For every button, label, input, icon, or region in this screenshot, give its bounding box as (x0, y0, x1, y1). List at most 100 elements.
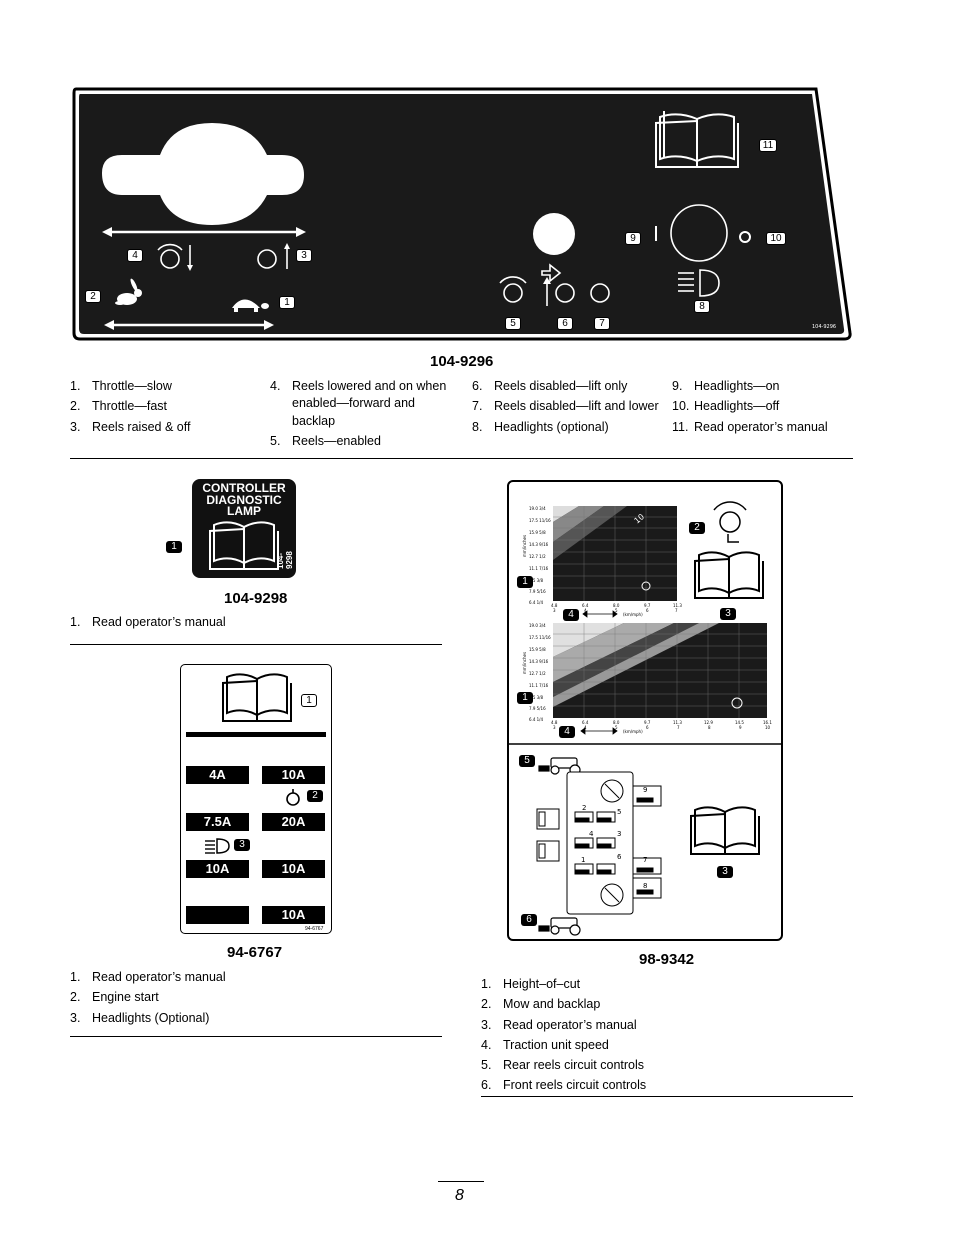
small-code-94-6767: 94-6767 (305, 926, 324, 932)
mower-icon (538, 757, 581, 936)
fuse-10a: 10A (262, 766, 325, 784)
divider (70, 644, 442, 645)
fuse-4a: 4A (186, 766, 249, 784)
decal-104-9296: 104-9296 4 3 2 1 5 6 7 8 9 10 11 (72, 85, 854, 343)
fuse-20a: 20A (262, 813, 325, 831)
callout-1: 1 (166, 541, 182, 553)
fuse-10a: 10A (262, 860, 325, 878)
fuse-blank (186, 906, 249, 924)
engine-start-icon (286, 789, 300, 806)
callout-3: 3 (296, 249, 312, 262)
chart-bottom-y-ticks: 19.0 3/4 17.5 11/16 15.9 5/8 14.3 9/16 1… (529, 623, 551, 722)
legend-item: 4.Reels lowered and on when enabled—forw… (270, 379, 447, 428)
svg-text:15.9 5/8: 15.9 5/8 (529, 647, 546, 652)
diagnostic-label-line2: DIAGNOSTIC (206, 492, 282, 507)
svg-text:1: 1 (581, 856, 585, 864)
legend-item: 7.Reels disabled—lift and lower (472, 399, 659, 414)
svg-text:12.9: 12.9 (704, 720, 713, 725)
legend-item: 1.Height–of–cut (481, 977, 581, 991)
svg-text:8.0: 8.0 (613, 720, 620, 725)
headlight-icon (678, 269, 720, 297)
legend-item: 2.Engine start (70, 990, 159, 1005)
decal-94-6767: 1 4A 10A 2 7.5A 20A 3 10A 10A 10A 94-676… (180, 664, 332, 934)
svg-text:5: 5 (615, 725, 618, 730)
svg-text:(km/mph): (km/mph) (623, 612, 643, 617)
svg-text:9.5 3/8: 9.5 3/8 (529, 578, 544, 583)
chart-top-y-ticks: 19.0 3/4 17.5 11/16 15.9 5/8 14.3 9/16 1… (529, 506, 551, 605)
svg-text:4: 4 (584, 608, 587, 613)
svg-text:5: 5 (617, 808, 621, 816)
svg-text:7.9 5/16: 7.9 5/16 (529, 706, 546, 711)
svg-text:10: 10 (765, 725, 771, 730)
fuse-10a: 10A (186, 860, 249, 878)
legend-item: 3.Read operator’s manual (481, 1017, 637, 1032)
legend-104-9298: 1.Read operator’s manual (70, 614, 430, 634)
decal-104-9296-title: 104-9296 (430, 353, 494, 370)
svg-text:12.7 1/2: 12.7 1/2 (529, 554, 546, 559)
page-number: 8 (455, 1187, 464, 1204)
callout-4: 4 (559, 726, 575, 738)
headlight-icon (205, 838, 230, 854)
separator-bar (186, 732, 326, 737)
callout-3: 3 (720, 608, 736, 620)
svg-text:19.0 3/4: 19.0 3/4 (529, 506, 546, 511)
legend-item: 1.Read operator’s manual (70, 615, 226, 629)
svg-text:3: 3 (617, 830, 621, 838)
svg-text:7: 7 (675, 608, 678, 613)
legend-104-9296-col2: 4.Reels lowered and on when enabled—forw… (270, 378, 460, 453)
legend-104-9296-col3: 6.Reels disabled—lift only 7.Reels disab… (472, 378, 662, 439)
svg-text:7: 7 (677, 725, 680, 730)
manual-book-icon (655, 111, 739, 168)
divider (70, 458, 853, 459)
chart-top-plot: 10 (553, 506, 677, 601)
svg-text:4: 4 (584, 725, 587, 730)
svg-text:6: 6 (646, 608, 649, 613)
fuse-7-5a: 7.5A (186, 813, 249, 831)
chart-bottom-plot (553, 623, 767, 718)
callout-3: 3 (234, 839, 250, 851)
turtle-icon (232, 299, 269, 312)
svg-text:17.5 11/16: 17.5 11/16 (529, 635, 551, 640)
diagnostic-label-line3: LAMP (227, 504, 261, 518)
svg-text:8.0: 8.0 (613, 603, 620, 608)
decal-104-9296-panel: 104-9296 (72, 87, 852, 341)
legend-98-9342: 1.Height–of–cut 2.Mow and backlap 3.Read… (481, 976, 851, 1098)
chart-bottom-x-ticks: 4.8 6.4 8.0 9.7 11.3 12.9 14.5 16.1 3 4 … (522, 652, 772, 734)
callout-6: 6 (521, 914, 537, 926)
valve-block (536, 771, 662, 915)
callout-3: 3 (717, 866, 733, 878)
legend-94-6767: 1.Read operator’s manual 2.Engine start … (70, 969, 430, 1030)
legend-item: 5.Reels—enabled (270, 433, 381, 448)
svg-text:11.3: 11.3 (673, 720, 682, 725)
svg-text:6: 6 (617, 853, 622, 861)
side-code-104-9298: 104-9298 (276, 551, 294, 569)
decal-98-9342: 10 (507, 480, 783, 941)
svg-text:(km/mph): (km/mph) (623, 729, 643, 734)
callout-7: 7 (594, 317, 610, 330)
svg-text:9.5 3/8: 9.5 3/8 (529, 695, 544, 700)
legend-item: 1.Throttle—slow (70, 379, 172, 393)
divider (481, 1096, 853, 1097)
rabbit-icon (115, 278, 142, 305)
svg-text:9: 9 (739, 725, 742, 730)
svg-text:mm/inches: mm/inches (522, 652, 527, 674)
svg-text:16.1: 16.1 (763, 720, 772, 725)
svg-text:4.8: 4.8 (551, 603, 558, 608)
callout-5: 5 (505, 317, 521, 330)
svg-text:6.4: 6.4 (582, 603, 589, 608)
manual-book-icon (209, 521, 279, 570)
callout-9: 9 (625, 232, 641, 245)
svg-text:14.3 9/16: 14.3 9/16 (529, 659, 549, 664)
svg-text:9.7: 9.7 (644, 603, 651, 608)
legend-item: 4.Traction unit speed (481, 1037, 609, 1052)
legend-item: 6.Reels disabled—lift only (472, 379, 628, 393)
svg-text:4: 4 (589, 830, 594, 838)
svg-text:12.7 1/2: 12.7 1/2 (529, 671, 546, 676)
svg-text:2: 2 (582, 804, 586, 812)
svg-text:11.1 7/16: 11.1 7/16 (529, 566, 549, 571)
fuse-10a: 10A (262, 906, 325, 924)
manual-book-icon (222, 673, 292, 722)
svg-text:14.3 9/16: 14.3 9/16 (529, 542, 549, 547)
callout-5: 5 (519, 755, 535, 767)
callout-2: 2 (85, 290, 101, 303)
